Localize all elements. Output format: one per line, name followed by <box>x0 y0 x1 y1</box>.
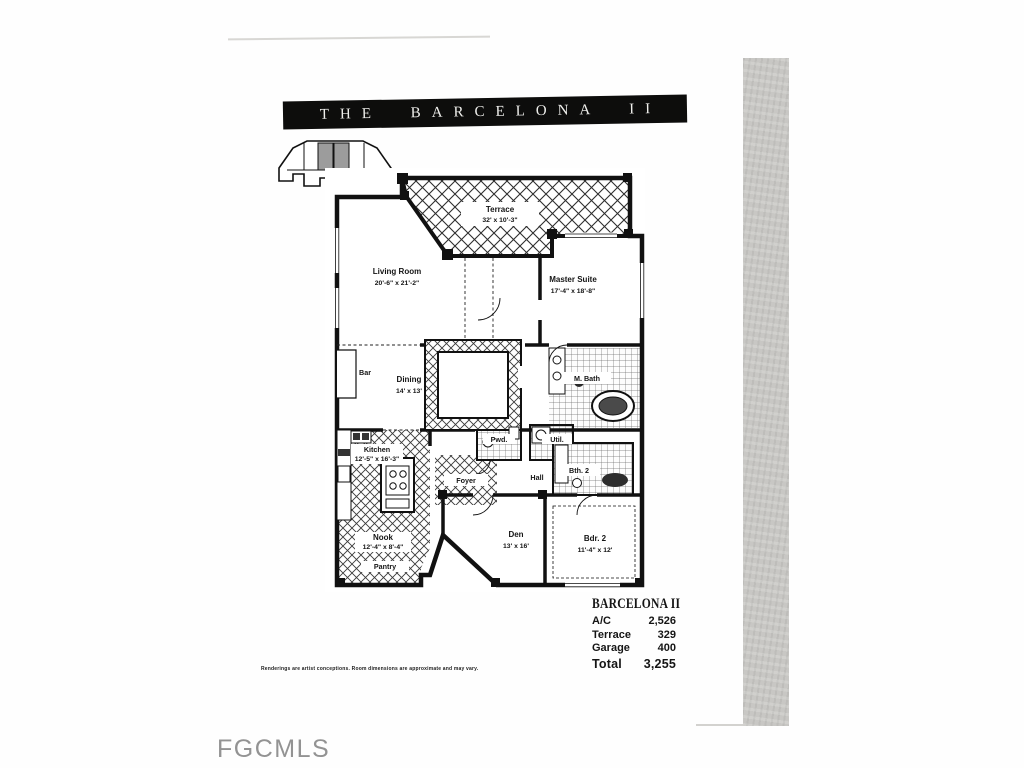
room-label-mbath: M. Bath <box>574 374 600 383</box>
room-dims-living: 20'-6" x 21'-2" <box>375 280 419 287</box>
summary-label: A/C <box>592 615 611 627</box>
room-label-terrace: Terrace <box>486 205 515 214</box>
summary-row-garage: Garage 400 <box>592 642 676 656</box>
room-dims-master: 17'-4" x 18'-8" <box>551 288 595 295</box>
highlighted-unit <box>317 142 334 171</box>
disclaimer-text: Renderings are artist conceptions. Room … <box>261 666 479 672</box>
summary-row-terrace: Terrace 329 <box>592 629 676 643</box>
tub2 <box>602 473 628 487</box>
room-label-utility: Util. <box>550 435 564 444</box>
bar-counter <box>337 349 357 399</box>
fgcmls-watermark: FGCMLS <box>217 735 331 763</box>
room-label-hall: Hall <box>530 473 543 482</box>
room-dims-nook: 12'-4" x 8'-4" <box>363 544 404 551</box>
room-label-living: Living Room <box>373 267 421 276</box>
room-label-powder: Pwd. <box>491 435 508 444</box>
room-label-kitchen: Kitchen <box>364 445 390 454</box>
summary-row-total: Total 3,255 <box>592 656 676 672</box>
room-label-nook: Nook <box>373 533 394 542</box>
room-dims-den: 13' x 16' <box>503 543 529 550</box>
summary-value: 3,255 <box>643 656 676 671</box>
page-title: THE BARCELONA II <box>319 100 662 123</box>
summary-label: Garage <box>592 642 630 654</box>
summary-label: Terrace <box>592 628 631 641</box>
room-label-den: Den <box>508 530 523 539</box>
windows <box>334 228 645 588</box>
summary-label: Total <box>592 656 622 671</box>
room-dims-terrace: 32' x 10'-3" <box>482 217 517 224</box>
wall-piers <box>337 173 643 587</box>
scanner-edge-strip <box>743 58 789 726</box>
room-dims-kitchen: 12'-5" x 16'-3" <box>355 456 399 463</box>
room-dims-bdr2: 11'-4" x 12' <box>578 547 613 554</box>
title-banner: THE BARCELONA II <box>282 94 688 130</box>
scan-artifact-line-top <box>227 35 491 40</box>
walk-in-closet <box>424 339 522 431</box>
room-label-bdr2: Bdr. 2 <box>584 534 607 543</box>
label-chips <box>351 202 611 572</box>
room-label-master: Master Suite <box>549 275 597 284</box>
room-label-bar: Bar <box>359 368 371 377</box>
room-label-foyer: Foyer <box>456 476 476 485</box>
summary-value: 400 <box>657 642 676 654</box>
area-summary-table: BARCELONA II A/C 2,526 Terrace 329 Garag… <box>592 596 681 672</box>
room-label-bath2: Bth. 2 <box>569 466 589 475</box>
vanity <box>548 347 566 395</box>
open-plan-dashes <box>337 258 494 431</box>
summary-row-ac: A/C 2,526 <box>592 615 676 629</box>
summary-value: 329 <box>657 628 676 641</box>
summary-value: 2,526 <box>648 615 676 627</box>
room-label-pantry: Pantry <box>374 562 396 571</box>
scan-artifact-line-bottom <box>696 724 743 726</box>
room-dims-dining: 14' x 13' <box>396 388 422 395</box>
door-swings <box>472 297 598 516</box>
floorplan-drawing: Terrace 32' x 10'-3" Living Room 20'-6" … <box>325 168 645 592</box>
bdr2-outline <box>552 505 636 579</box>
floorplan: Terrace 32' x 10'-3" Living Room 20'-6" … <box>325 168 645 592</box>
highlighted-unit <box>333 142 350 171</box>
room-label-dining: Dining <box>397 375 422 384</box>
toilet2 <box>572 478 582 488</box>
summary-heading: BARCELONA II <box>592 596 681 612</box>
